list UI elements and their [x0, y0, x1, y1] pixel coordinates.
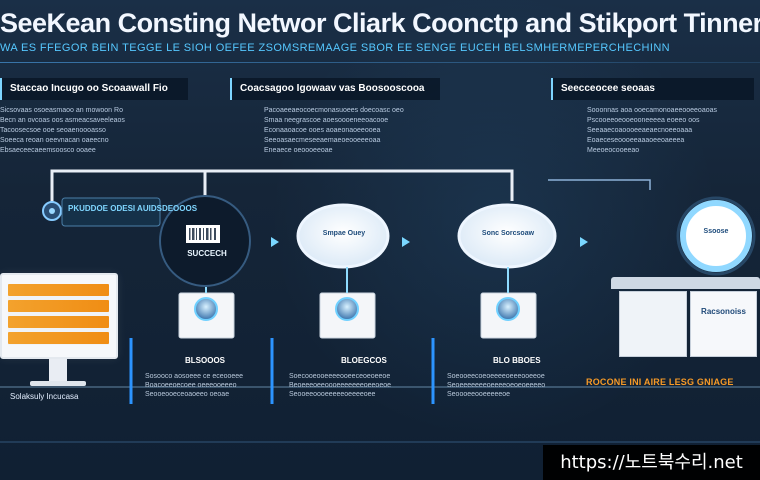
device-disc-3	[496, 297, 520, 321]
right-console	[611, 277, 760, 361]
panel-lines-3: Sooonnas aoa ooecamonoaeeooeeoaoas Pscoo…	[587, 106, 760, 156]
panel-3-line-1: Sooonnas aoa ooecamonoaeeooeeoaoas	[587, 107, 718, 114]
panel-3-line-5: Meeoeocooeeao	[587, 147, 640, 154]
bubble-1-label: Smpae Ouey	[322, 230, 366, 237]
device-disc-2	[335, 297, 359, 321]
header-divider	[0, 62, 760, 63]
lower-section-1-text: Sosooco aosoeee ce eceooeee Boacoeeoecoe…	[145, 372, 265, 399]
panel-2-line-2: Smaa neegrascoe aoesoooeneeoacooe	[264, 117, 389, 124]
info-panel-1: Staccao Incugo oo Scoaawall Fio Sicsovaa…	[0, 78, 195, 154]
panel-title-2: Coacsagoo Igowaav vas Boosooscooa	[230, 78, 440, 100]
orange-row-4	[8, 332, 109, 344]
barcode-icon	[186, 225, 220, 243]
watermark-badge: https://노트북수리.net	[543, 445, 760, 480]
bubble-2-label: Sonc Sorcsoaw	[481, 230, 535, 237]
panel-2-line-3: Econaaoacoe ooes aoaeonaoeeooea	[264, 127, 381, 134]
lower-section-3-text: Soeooeecoeoeeeeoeeeooeeoe Seoeeeeeeeoeee…	[447, 372, 567, 399]
panel-1-line-1: Sicsovaas osoeasmaoo an mowoon Ro	[0, 107, 123, 114]
lower-section-2-line-1: Soecooeooeeeeooeeceoeoeeoe	[289, 373, 391, 380]
lower-section-3-heading: BLO BBOES	[493, 356, 541, 365]
arrow-head-2	[402, 237, 410, 247]
lower-section-1-line-2: Boacoeeoecoee oeeeooeeeo	[145, 382, 237, 389]
lower-section-2-line-2: Beoeeeoeeoooeeeeeeeoeeoeoe	[289, 382, 391, 389]
panel-title-3: Seecceocee seoaas	[551, 78, 754, 100]
lower-section-3-line-3: Seoooeeooeeeeeoe	[447, 391, 511, 398]
left-monitor-base	[30, 381, 86, 386]
lower-section-3-line-2: Seoeeeeeeeoeeeeoeoeoeeeeo	[447, 382, 546, 389]
panel-lines-2: Pacoaeeaeocoecmonasuoees doecoasc oeo Sm…	[264, 106, 445, 156]
right-console-top	[611, 277, 760, 289]
left-monitor	[0, 273, 118, 359]
lower-section-1-heading: BLSOOOS	[185, 356, 226, 365]
panel-3-line-2: Pscooeeoeooeooneeeea eoeeo oos	[587, 117, 700, 124]
right-console-right-box	[690, 291, 757, 357]
info-panel-3: Seecceocee seoaas Sooonnas aoa ooecamono…	[551, 78, 760, 154]
lower-section-2-line-3: Seooeeoooeeeeeoeeeeoee	[289, 391, 376, 398]
panel-1-line-2: Becn an ovcoas oos asmeacsaveeleaos	[0, 117, 125, 124]
device-card-1	[178, 292, 235, 339]
lower-section-1-line-1: Sosooco aosoeee ce eceooeee	[145, 373, 244, 380]
right-ring-node	[680, 200, 752, 272]
left-monitor-screen	[8, 284, 109, 345]
panel-1-line-4: Soeeca reoan oeevnacan oaeecno	[0, 137, 109, 144]
arrow-head-3	[580, 237, 588, 247]
panel-lines-1: Sicsovaas osoeasmaoo an mowoon Ro Becn a…	[0, 106, 195, 156]
info-panel-2: Coacsagoo Igowaav vas Boosooscooa Pacoae…	[230, 78, 445, 154]
right-connector-line	[548, 179, 651, 190]
panel-1-line-5: Ebsaeceecaeemsoosco ooaee	[0, 147, 96, 154]
right-console-left-box	[619, 291, 687, 357]
orange-row-1	[8, 284, 109, 296]
panel-3-line-4: Eoaeceseoooeeaaaoeeoaeeea	[587, 137, 685, 144]
page-subtitle: WA ES FFEGOR BEIN TEGGE LE SIOH OEFEE ZS…	[0, 42, 671, 54]
panel-title-1: Staccao Incugo oo Scoaawall Fio	[0, 78, 188, 100]
right-caption: ROCONE INI AIRE LESG GNIAGE	[586, 377, 734, 387]
lower-section-1-line-3: Seooeooeceoaoeeo oeoae	[145, 391, 230, 398]
lower-section-2-heading: BLOEGCOS	[341, 356, 387, 365]
arrow-head-1	[271, 237, 279, 247]
left-hub-center-icon	[49, 208, 55, 214]
lower-section-2-text: Soecooeooeeeeooeeceoeoeeoe Beoeeeoeeoooe…	[289, 372, 409, 399]
panel-2-line-5: Eneaece oeoooeeoae	[264, 147, 333, 154]
left-monitor-label: Solaksuly Incucasa	[10, 392, 79, 401]
device-disc-1	[194, 297, 218, 321]
left-hub-icon	[42, 201, 62, 221]
panel-1-line-3: Tacoosecsoe ooe seoaenoooasso	[0, 127, 106, 134]
orange-row-3	[8, 316, 109, 328]
server-node-label: SUCCECH	[187, 249, 227, 258]
panel-2-line-1: Pacoaeeaeocoecmonasuoees doecoasc oeo	[264, 107, 404, 114]
left-monitor-stand	[49, 359, 67, 381]
panel-3-line-3: Seeaaecoaoooeeaeaecnoeeoaaa	[587, 127, 693, 134]
device-card-2	[319, 292, 376, 339]
lower-section-3-line-1: Soeooeecoeoeeeeoeeeooeeoe	[447, 373, 545, 380]
orange-row-2	[8, 300, 109, 312]
barcode-lines-icon	[189, 228, 216, 240]
left-box-label: PKUDDOE ODESI AUIDSDEOOOS	[68, 204, 198, 213]
right-ring-shadow	[676, 196, 756, 276]
right-ring-label: Ssoose	[703, 228, 729, 235]
device-card-3	[480, 292, 537, 339]
right-console-title: Racsonoiss	[701, 307, 746, 316]
panel-2-line-4: Seeoasaecmeseeaemaeoeooeeeoaa	[264, 137, 381, 144]
page-title: SeeKean Consting Networ Cliark Coonctp a…	[0, 8, 760, 38]
